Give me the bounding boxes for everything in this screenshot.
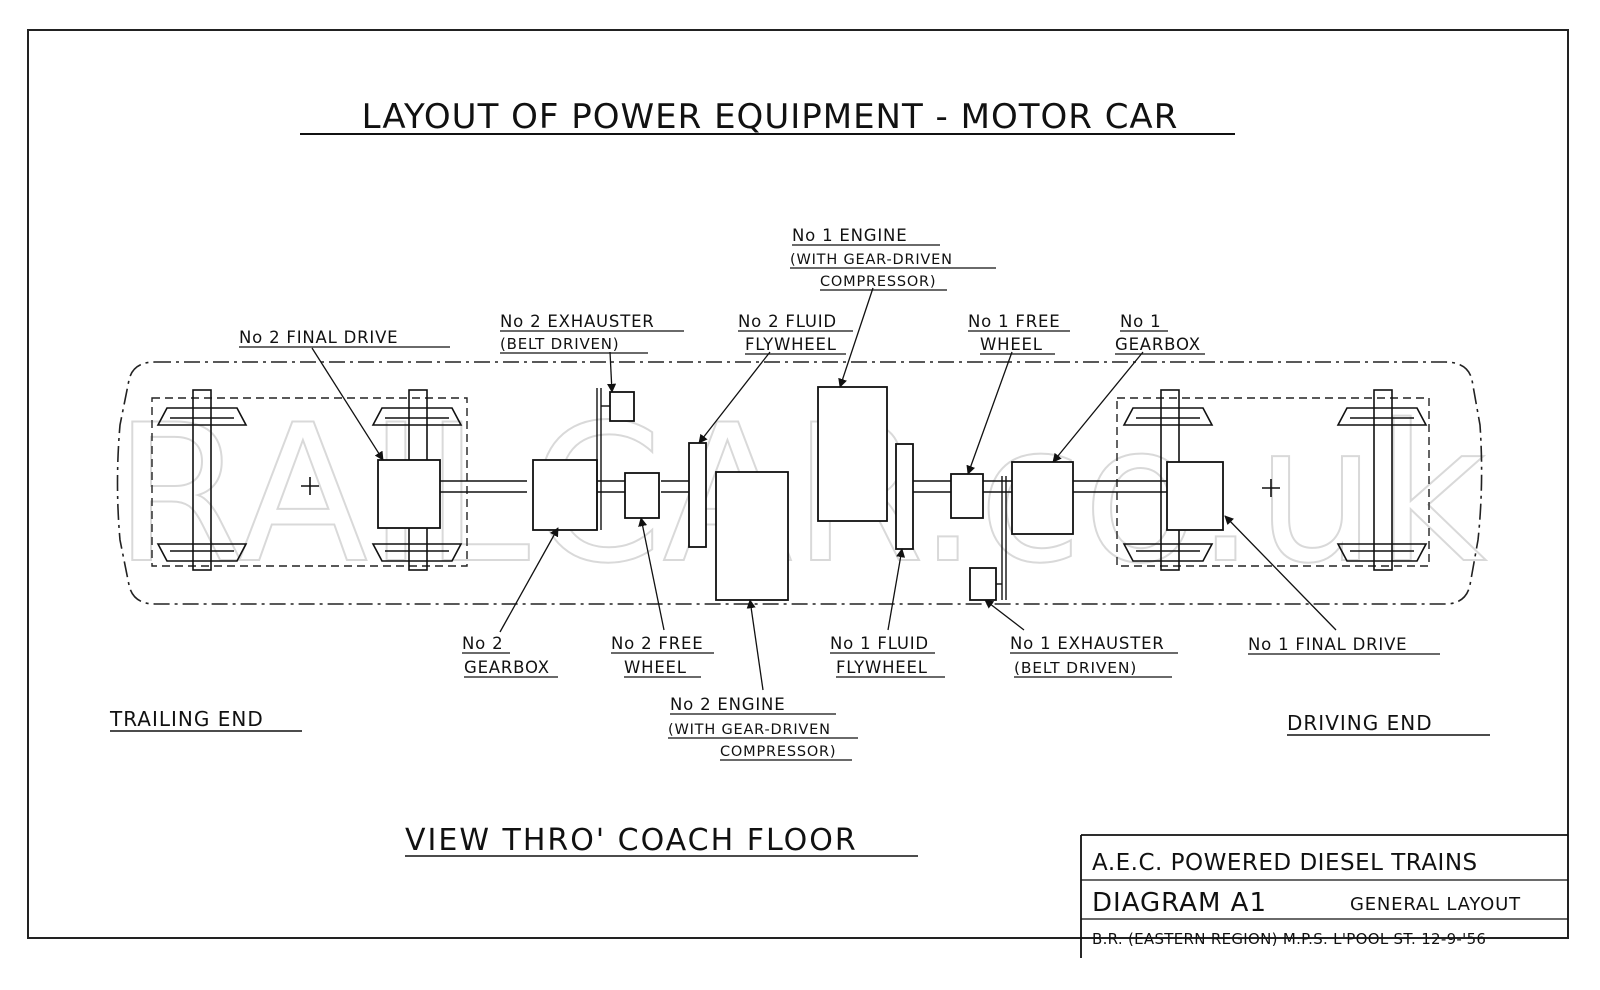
no1-gearbox-box (1011, 461, 1074, 535)
title-block: A.E.C. POWERED DIESEL TRAINS DIAGRAM A1 … (1080, 834, 1568, 958)
label-no2-exhauster-line1: No 2 EXHAUSTER (500, 312, 655, 331)
no2-gearbox-box (532, 459, 598, 531)
label-no1-fluid-flywheel-line1: No 1 FLUID (830, 634, 929, 653)
leader-lines (311, 287, 1337, 691)
car-body-outline (116, 361, 1483, 605)
label-no1-engine-line2: (WITH GEAR-DRIVEN (790, 252, 953, 268)
title-block-diagram-name: GENERAL LAYOUT (1350, 894, 1521, 915)
trailing-wheelset-outer (156, 389, 248, 571)
trailing-bogie-centre-mark (301, 477, 319, 495)
label-no1-exhauster-line2: (BELT DRIVEN) (1014, 659, 1137, 677)
label-no2-engine-line1: No 2 ENGINE (670, 695, 785, 714)
belt-drives (596, 388, 1007, 600)
no2-engine-box (715, 471, 789, 601)
no2-fluid-flywheel-box (688, 442, 707, 548)
trailing-bogie-outline (151, 397, 468, 567)
label-no1-free-wheel-line1: No 1 FREE (968, 312, 1060, 331)
label-no2-free-wheel-line1: No 2 FREE (611, 634, 703, 653)
label-no2-exhauster-line2: (BELT DRIVEN) (500, 335, 619, 353)
driving-wheelset-outer (1336, 389, 1428, 571)
no1-fluid-flywheel-box (895, 443, 914, 550)
no1-final-drive-box (1166, 461, 1224, 531)
label-no2-gearbox-line2: GEARBOX (464, 658, 550, 677)
label-no2-free-wheel-line2: WHEEL (624, 658, 687, 677)
label-no2-engine-line3: COMPRESSOR) (720, 744, 836, 760)
label-no1-exhauster-line1: No 1 EXHAUSTER (1010, 634, 1165, 653)
no1-free-wheel-box (950, 473, 984, 519)
title-block-line1: A.E.C. POWERED DIESEL TRAINS (1092, 850, 1478, 876)
label-no1-free-wheel-line2: WHEEL (980, 335, 1043, 354)
title-block-diagram-number: DIAGRAM A1 (1092, 888, 1267, 918)
driving-bogie-centre-mark (1262, 479, 1280, 497)
label-no2-gearbox-line1: No 2 (462, 634, 503, 653)
no2-free-wheel-box (624, 472, 660, 519)
driving-bogie-outline (1116, 397, 1430, 567)
no2-exhauster-box (609, 391, 635, 422)
label-no2-engine-line2: (WITH GEAR-DRIVEN (668, 722, 831, 738)
title-block-line3: B.R. (EASTERN REGION) M.P.S. L'POOL ST. … (1092, 930, 1486, 948)
label-no1-fluid-flywheel-line2: FLYWHEEL (836, 658, 928, 677)
watermark: RAILCAR.co.uk (114, 384, 1487, 605)
no1-exhauster-box (969, 567, 997, 601)
label-no1-gearbox-line2: GEARBOX (1115, 335, 1201, 354)
no2-final-drive-box (377, 459, 441, 529)
driving-end-label: DRIVING END (1287, 711, 1433, 735)
label-no2-fluid-flywheel-line1: No 2 FLUID (738, 312, 837, 331)
page-title: LAYOUT OF POWER EQUIPMENT - MOTOR CAR (362, 97, 1179, 137)
label-no1-engine-line3: COMPRESSOR) (820, 274, 936, 290)
label-no1-final-drive: No 1 FINAL DRIVE (1248, 635, 1407, 654)
trailing-end-label: TRAILING END (109, 707, 264, 731)
label-no1-engine-line1: No 1 ENGINE (792, 226, 907, 245)
label-no2-fluid-flywheel-line2: FLYWHEEL (745, 335, 837, 354)
label-no2-final-drive: No 2 FINAL DRIVE (239, 328, 398, 347)
sheet-border (27, 29, 1569, 939)
no1-engine-box (817, 386, 888, 522)
label-no1-gearbox-line1: No 1 (1120, 312, 1161, 331)
view-subtitle: VIEW THRO' COACH FLOOR (405, 823, 858, 858)
